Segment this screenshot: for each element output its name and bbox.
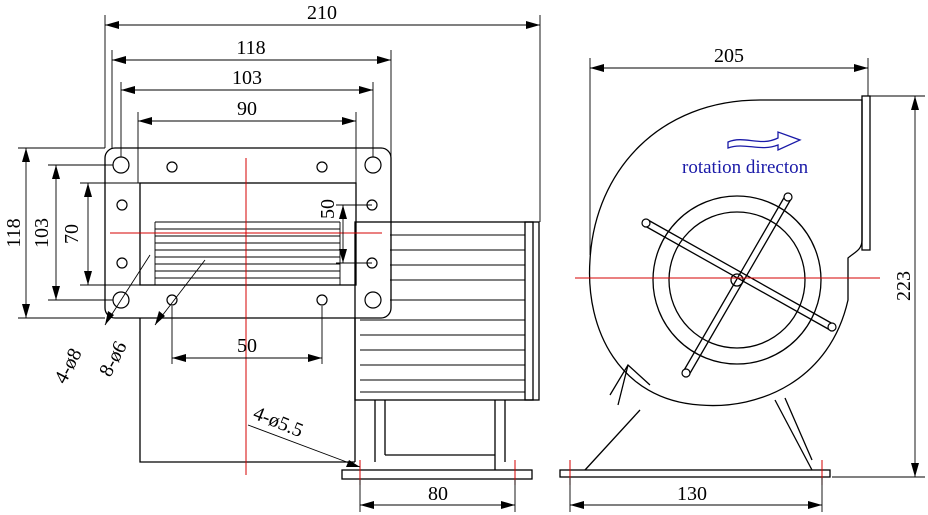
dim-label-118: 118	[236, 37, 265, 59]
rotation-label: rotation directon	[682, 157, 809, 178]
inlet-ring-outer	[652, 195, 822, 365]
dim-label-50: 50	[237, 335, 257, 357]
callout-foot-holes: 4-ø5.5	[247, 402, 361, 468]
stand	[559, 363, 831, 478]
dim-foot-pitch: 80	[359, 480, 516, 512]
dim-label-210: 210	[307, 2, 337, 24]
dim-label-118-vertical: 118	[3, 218, 25, 247]
rotation-arrow: rotation directon	[682, 131, 809, 178]
dim-flange-height-pitch: 103	[31, 164, 113, 301]
dim-label-205: 205	[714, 45, 744, 67]
dim-label-50-vertical: 50	[317, 199, 339, 219]
small-hole	[166, 161, 178, 173]
dim-label-70: 70	[61, 224, 83, 244]
small-hole	[116, 257, 128, 269]
corner-hole	[364, 291, 382, 309]
note-4-d8: 4-ø8	[50, 345, 87, 388]
housing-outline	[139, 318, 355, 463]
dim-side-width: 205	[589, 45, 869, 255]
small-hole	[316, 161, 328, 173]
dim-label-103: 103	[232, 67, 262, 89]
note-8-d6: 8-ø6	[95, 338, 132, 381]
dim-flange-outer: 118	[111, 37, 392, 160]
dim-side-foot: 130	[569, 478, 823, 512]
dim-label-90: 90	[237, 98, 257, 120]
dim-side-height: 223	[832, 95, 925, 478]
dim-small-hole-horizontal: 50	[171, 306, 323, 364]
dim-label-223: 223	[893, 271, 915, 301]
dim-label-80: 80	[428, 483, 448, 505]
dim-flange-height-outer: 118	[3, 147, 105, 319]
side-view: rotation directon 205 223 130	[559, 45, 925, 512]
outlet-flange	[104, 147, 392, 319]
motor-body	[341, 221, 540, 480]
inlet-ring-inner	[668, 211, 806, 349]
corner-hole	[112, 156, 130, 174]
small-hole	[166, 294, 178, 306]
small-hole	[116, 199, 128, 211]
dim-flange-pitch: 103	[120, 67, 374, 157]
hub	[730, 273, 744, 287]
scroll-housing	[588, 99, 863, 407]
dim-label-130: 130	[677, 483, 707, 505]
front-view: 210 118 103 90	[3, 2, 541, 512]
dim-outlet-inner-height: 70	[61, 182, 140, 286]
dim-overall-width: 210	[104, 2, 541, 222]
corner-hole	[364, 156, 382, 174]
dim-outlet-inner: 90	[137, 98, 357, 183]
dim-small-hole-vertical: 50	[317, 199, 372, 264]
dim-label-103-vertical: 103	[31, 218, 53, 248]
small-hole	[316, 294, 328, 306]
